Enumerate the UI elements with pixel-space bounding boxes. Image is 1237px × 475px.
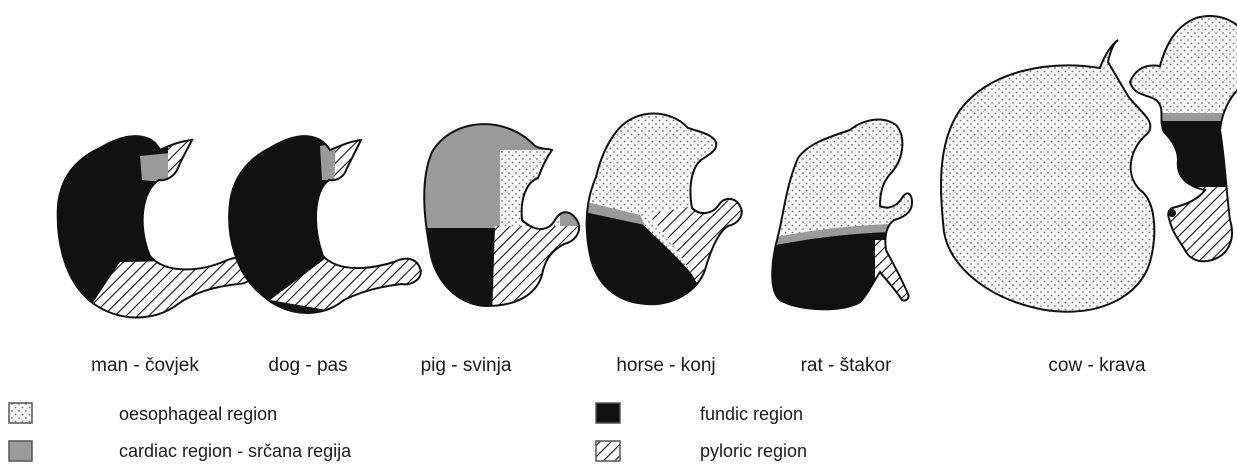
oesophageal-swatch [9, 403, 32, 423]
legend-label-pyloric: pyloric region [700, 441, 807, 461]
legend-label-fundic: fundic region [700, 404, 803, 424]
caption-man: man - čovjek [91, 355, 199, 376]
legend-label-cardiac: cardiac region - srčana regija [119, 441, 352, 461]
stomach-cow [941, 0, 1237, 312]
caption-pig: pig - svinja [421, 355, 512, 376]
caption-cow: cow - krava [1048, 355, 1146, 376]
legend-item-cardiac: cardiac region - srčana regija [9, 441, 352, 461]
caption-rat: rat - štakor [801, 355, 892, 376]
stomach-pig [410, 100, 610, 328]
legend: oesophageal region cardiac region - srča… [9, 403, 807, 461]
stomach-rat [760, 100, 930, 320]
stomach-horse [570, 90, 770, 320]
pyloric-swatch [596, 441, 620, 461]
legend-item-fundic: fundic region [596, 403, 803, 424]
stomach-dog [210, 120, 450, 340]
legend-item-oesophageal: oesophageal region [9, 403, 277, 424]
legend-label-oesophageal: oesophageal region [119, 404, 277, 424]
caption-dog: dog - pas [268, 355, 347, 376]
cardiac-swatch [9, 441, 32, 461]
legend-item-pyloric: pyloric region [596, 441, 807, 461]
caption-horse: horse - konj [616, 355, 715, 376]
fundic-swatch [596, 403, 620, 423]
